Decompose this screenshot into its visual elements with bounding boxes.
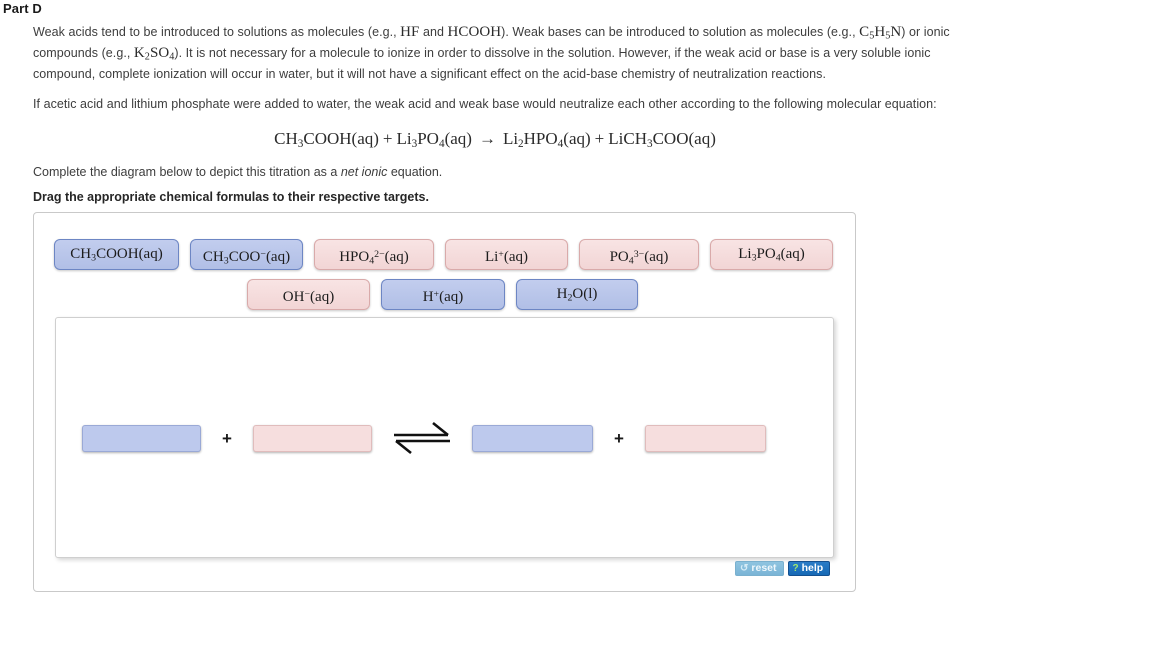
tile-ch3coo-anion[interactable]: CH3COO−(aq) [190,239,303,270]
instruction-line-1: Complete the diagram below to depict thi… [33,164,963,182]
drop-plus-left: + [222,428,232,448]
tool-buttons: ↺ reset ? help [735,561,831,576]
equation-product-2: LiCH3COO(aq) [608,129,716,150]
tile-po4-3minus[interactable]: PO43−(aq) [579,239,699,270]
help-button-label: help [801,562,824,574]
equation-reactant-2: Li3PO4(aq) [396,129,472,150]
drop-slot-reactant-2[interactable] [252,424,372,452]
equation-plus-1: + [382,129,393,148]
part-title: Part D [3,1,42,16]
tile-hpo4-2minus[interactable]: HPO42−(aq) [314,239,434,270]
formula-k2so4: K2SO4 [133,45,175,63]
question-mark-icon: ? [792,562,799,574]
drop-plus-right: + [613,428,624,448]
drop-canvas[interactable]: + + [55,317,834,558]
reset-button[interactable]: ↺ reset [735,561,784,576]
instruction-text-b: equation. [387,165,443,179]
intro-text-b: and [419,25,448,39]
tile-li-plus[interactable]: Li+(aq) [445,239,568,270]
intro-text-e: ). It is not necessary for a molecule to… [33,46,931,82]
instruction-text-a: Complete the diagram below to depict thi… [33,165,341,179]
formula-hf: HF [400,24,420,40]
formula-hcooh: HCOOH [447,24,502,40]
net-ionic-equation-row: + + [82,421,766,455]
palette-row-2: OH−(aq) H+(aq) H2O(l) [247,279,638,310]
equation-product-1: Li2HPO4(aq) [502,129,591,150]
instructions-block: Complete the diagram below to depict thi… [33,164,963,182]
tile-ch3cooh[interactable]: CH3COOH(aq) [54,239,179,270]
question-body: Weak acids tend to be introduced to solu… [33,24,963,113]
instruction-line-2: Drag the appropriate chemical formulas t… [33,190,429,204]
equation-reactant-1: CH3COOH(aq) [274,129,379,150]
equation-arrow-icon: → [478,129,496,148]
reset-icon: ↺ [740,562,749,574]
equilibrium-arrow-icon [372,421,472,455]
intro-paragraph-2: If acetic acid and lithium phosphate wer… [33,96,937,111]
drop-slot-reactant-1[interactable] [82,424,201,452]
tile-hydroxide[interactable]: OH−(aq) [247,279,370,310]
instruction-emphasis: net ionic [340,165,388,179]
tile-li3po4[interactable]: Li3PO4(aq) [710,239,833,270]
equation-plus-2: + [594,129,605,148]
drop-slot-product-1[interactable] [471,424,593,452]
molecular-equation: CH3COOH(aq)+Li3PO4(aq)→Li2HPO4(aq)+LiCH3… [0,129,990,150]
palette-row-1: CH3COOH(aq) CH3COO−(aq) HPO42−(aq) Li+(a… [54,239,833,270]
help-button[interactable]: ? help [787,561,831,576]
reset-button-label: reset [751,562,777,574]
formula-c5h5n: C5H5N [859,24,902,42]
intro-paragraph-1: Weak acids tend to be introduced to solu… [33,24,963,84]
intro-text-c: ). Weak bases can be introduced to solut… [501,25,860,39]
intro-text-d: ) or ionic compounds (e.g., [33,25,950,61]
tile-water[interactable]: H2O(l) [516,279,638,310]
activity-panel: CH3COOH(aq) CH3COO−(aq) HPO42−(aq) Li+(a… [33,212,856,592]
drop-slot-product-2[interactable] [644,424,766,452]
intro-text-a: Weak acids tend to be introduced to solu… [33,25,401,39]
tile-hydrogen-ion[interactable]: H+(aq) [381,279,505,310]
